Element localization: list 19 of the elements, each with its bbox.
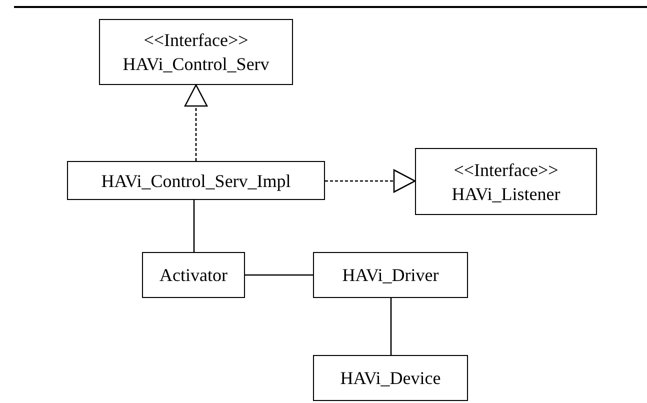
class-name: HAVi_Driver	[342, 264, 439, 287]
association-line	[245, 274, 313, 276]
class-box	[313, 252, 468, 298]
stereotype-label: <<Interface>>	[454, 158, 558, 182]
class-box	[142, 252, 245, 298]
class-box	[415, 148, 597, 215]
class-name: Activator	[160, 264, 228, 287]
class-name: HAVi_Device	[340, 367, 441, 390]
association-line	[390, 298, 392, 355]
association-line	[193, 200, 195, 252]
class-box	[313, 355, 468, 401]
class-box	[99, 19, 293, 85]
class-name: HAVi_Control_Serv	[122, 53, 270, 76]
stereotype-label: <<Interface>>	[144, 29, 248, 52]
class-name: HAVi_Listener	[452, 182, 560, 206]
realization-arrow	[325, 169, 416, 193]
realization-arrow	[184, 84, 208, 161]
class-name: HAVi_Control_Serv_Impl	[101, 170, 291, 192]
class-box	[67, 161, 325, 200]
